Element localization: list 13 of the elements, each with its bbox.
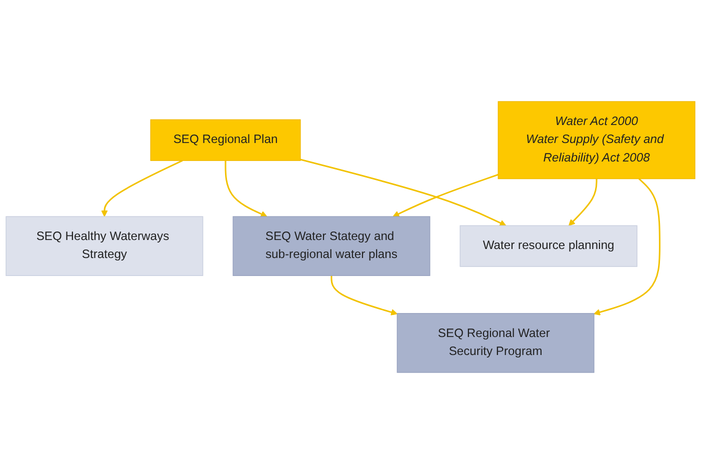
arrow [300, 158, 506, 226]
node-box: Water resource planning [460, 225, 638, 267]
arrow [594, 178, 660, 316]
arrow [568, 178, 598, 226]
node-box: SEQ Regional Water Security Program [396, 313, 594, 373]
node-box: SEQ Healthy Waterways Strategy [6, 216, 204, 276]
arrow [392, 174, 498, 217]
node-box: SEQ Water Stategy and sub-regional water plans [232, 216, 430, 276]
arrow [224, 160, 268, 218]
arrow [330, 276, 398, 316]
node-box: Water Act 2000 Water Supply (Safety and Reliability) Act 2008 [498, 101, 696, 180]
arrow [101, 160, 183, 217]
node-box: SEQ Regional Plan [150, 119, 301, 161]
